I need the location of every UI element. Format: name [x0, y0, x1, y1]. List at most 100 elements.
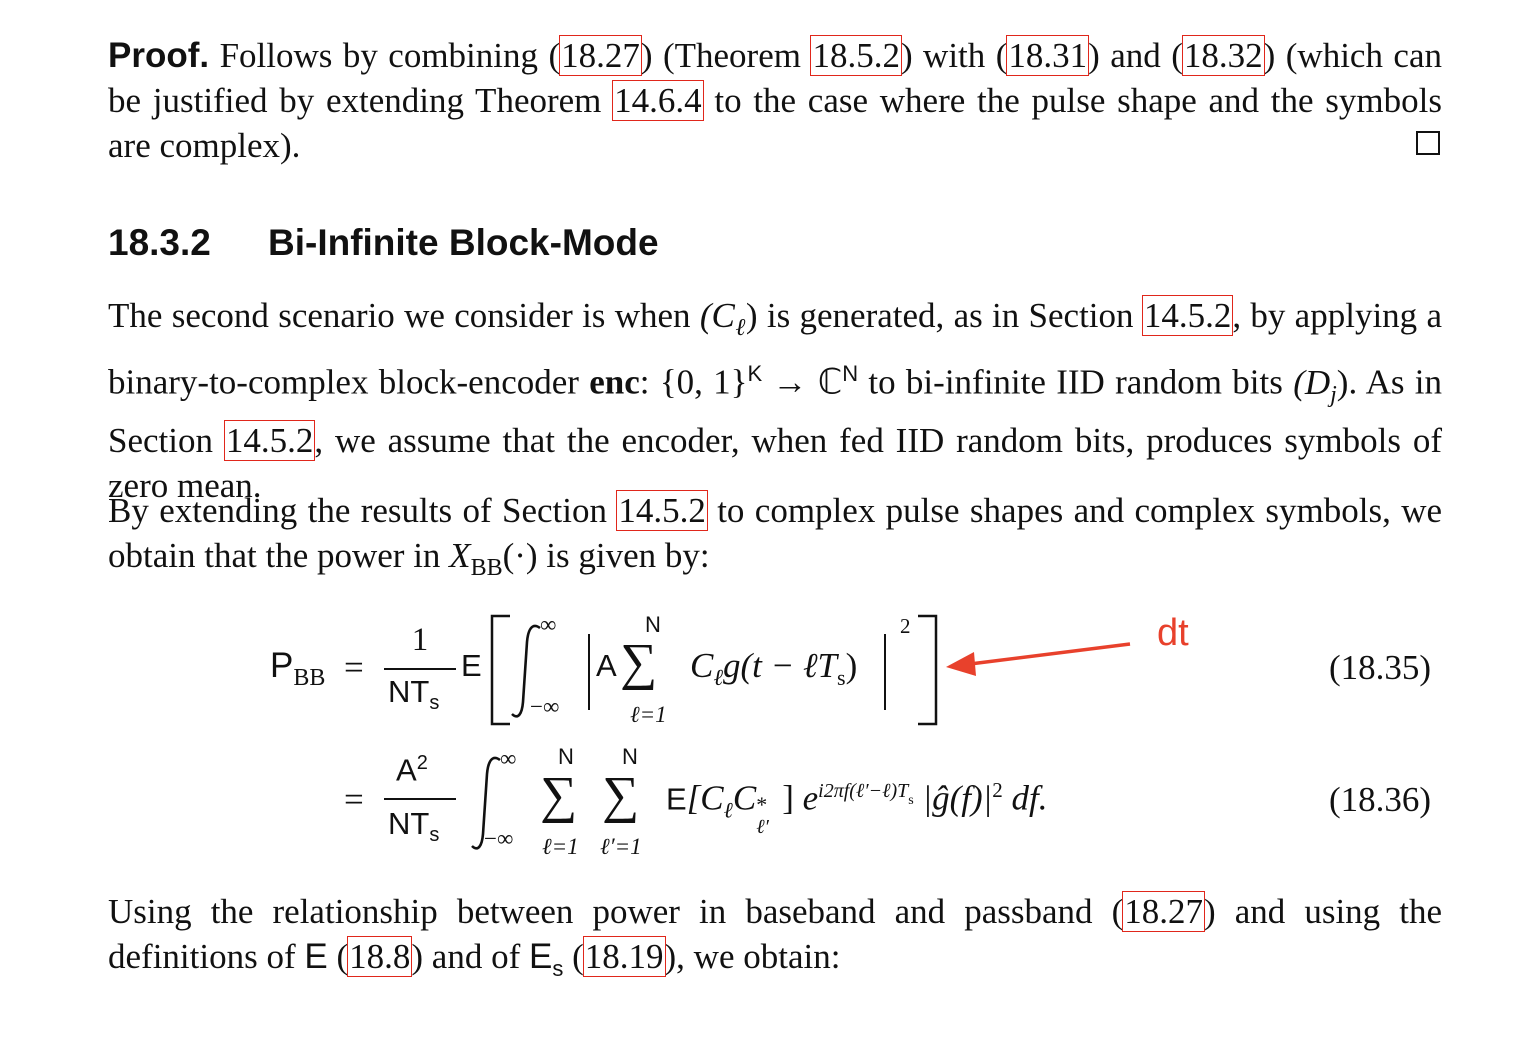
eq1-sum-bottom: ℓ=1: [630, 702, 667, 727]
text: s: [429, 824, 440, 847]
text: C: [690, 646, 714, 685]
text: ) and of: [411, 937, 529, 976]
eq-number-18-35: (18.35): [1329, 648, 1432, 687]
text: ) (which can be justified by extending T…: [108, 36, 1442, 120]
section-title: Bi-Infinite Block-Mode: [268, 222, 659, 263]
eq2-sum2-bottom: ℓ′=1: [600, 834, 642, 859]
text: The second scenario we consider is when: [108, 296, 700, 335]
eq1-lower-limit: −∞: [530, 694, 560, 719]
text: Using the relationship between power in …: [108, 892, 1124, 931]
text: s: [837, 665, 846, 690]
math-es: Es: [529, 937, 563, 981]
integral-icon: [511, 624, 541, 718]
text: , we assume that the encoder, when fed I…: [108, 420, 1442, 505]
text: ) and (: [1088, 36, 1183, 75]
eq1-sum-top: N: [645, 612, 661, 637]
text: s: [429, 692, 440, 715]
text: (: [327, 937, 349, 976]
ref-link-14-5-2-third[interactable]: 14.5.2: [616, 490, 708, 531]
text: |ĝ(f)|: [922, 778, 993, 818]
text: P: [270, 646, 294, 685]
text: N: [842, 361, 859, 386]
text: i2πf(ℓ′−ℓ)T: [818, 780, 909, 802]
text: [C: [686, 778, 724, 818]
ref-link-18-31[interactable]: 18.31: [1006, 35, 1090, 76]
eq2-sum1-bottom: ℓ=1: [542, 834, 579, 859]
proof-label: Proof.: [108, 36, 210, 75]
text: (·) is given by:: [502, 536, 710, 575]
ref-link-18-8[interactable]: 18.8: [347, 936, 413, 977]
text: X: [449, 536, 471, 575]
math-d-j: (Dj): [1293, 362, 1348, 408]
annotation-arrow-icon: [946, 642, 1131, 676]
paragraph-power: By extending the results of Section 14.5…: [108, 488, 1442, 591]
ref-link-18-5-2[interactable]: 18.5.2: [810, 35, 902, 76]
ref-link-18-27[interactable]: 18.27: [559, 35, 642, 76]
eq1-power: 2: [900, 614, 911, 638]
annotation-dt: dt: [1157, 612, 1189, 654]
text: Follows by combining (: [209, 36, 561, 75]
eq1-fraction: 1 NTs: [384, 622, 456, 714]
sum-icon: ∑: [602, 767, 640, 824]
text: ]: [782, 778, 794, 818]
text: , by applying a binary-to-complex block-…: [108, 296, 1442, 402]
text: C: [732, 778, 757, 818]
eq2-body: E[CℓC*ℓ′] ei2πf(ℓ′−ℓ)Ts |ĝ(f)|2 df.: [666, 778, 1047, 838]
text: *: [756, 791, 768, 817]
eq2-upper-limit: ∞: [500, 746, 517, 771]
text: : {0, 1}: [639, 362, 748, 402]
text: ), we obtain:: [664, 937, 841, 976]
text: s: [908, 792, 914, 808]
eq1-amplitude: A: [596, 648, 617, 683]
paragraph-block-mode: The second scenario we consider is when …: [108, 293, 1442, 508]
eq1-lhs: PBB: [270, 646, 325, 692]
math-c-ell: (Cℓ): [700, 296, 758, 341]
text: is generated, as in Section: [757, 296, 1143, 335]
text: ): [845, 646, 858, 685]
text: ) and using the definitions of: [108, 892, 1442, 976]
text: BB: [293, 665, 326, 691]
text: E: [666, 781, 687, 817]
left-bracket-icon: [490, 614, 510, 726]
eq2-lower-limit: −∞: [484, 826, 514, 851]
eq-number-18-36: (18.36): [1329, 780, 1432, 819]
text: K: [747, 361, 763, 386]
text: to bi-infinite IID random bits: [858, 362, 1294, 402]
text: (: [563, 937, 584, 976]
text: . As in Section: [108, 362, 1442, 460]
right-bracket-icon: [918, 614, 938, 726]
ref-link-14-6-4[interactable]: 14.6.4: [612, 80, 704, 121]
eq2-equals: =: [344, 780, 364, 819]
ref-link-18-27-second[interactable]: 18.27: [1122, 891, 1205, 932]
text: → ℂ: [762, 362, 843, 402]
eq2-denominator: NTs: [388, 806, 439, 847]
text: By extending the results of Section: [108, 491, 618, 530]
eq2-sum1-top: N: [558, 744, 574, 769]
text: ) (Theorem: [640, 36, 812, 75]
text: E: [529, 937, 553, 976]
eq1-expectation: E: [461, 648, 482, 683]
text: (D: [1293, 362, 1331, 402]
ref-link-14-5-2-second[interactable]: 14.5.2: [223, 419, 316, 461]
text: ) with (: [900, 36, 1008, 75]
eq1-denominator: NTs: [388, 674, 439, 715]
eq2-numerator: A2: [396, 752, 428, 788]
proof-paragraph: Proof. Follows by combining (18.27) (The…: [108, 33, 1442, 168]
fraction-bar: [384, 668, 456, 670]
sum-icon: ∑: [620, 634, 658, 691]
text: e: [802, 778, 819, 818]
text: NT: [388, 674, 430, 709]
ref-link-14-5-2[interactable]: 14.5.2: [1141, 295, 1234, 336]
ref-link-18-19[interactable]: 18.19: [582, 936, 666, 977]
text: ℓ: [713, 665, 723, 690]
text: j: [1330, 381, 1337, 408]
abs-bar-right: [884, 634, 886, 710]
eq1-upper-limit: ∞: [540, 612, 557, 637]
text: to complex pulse shapes and complex symb…: [108, 491, 1443, 575]
fraction-bar: [384, 798, 456, 800]
text: BB: [470, 555, 503, 581]
text: 2: [992, 778, 1003, 802]
text: to the case where the pulse shape and th…: [108, 81, 1442, 165]
ref-link-18-32[interactable]: 18.32: [1181, 35, 1265, 76]
text: NT: [388, 806, 430, 841]
